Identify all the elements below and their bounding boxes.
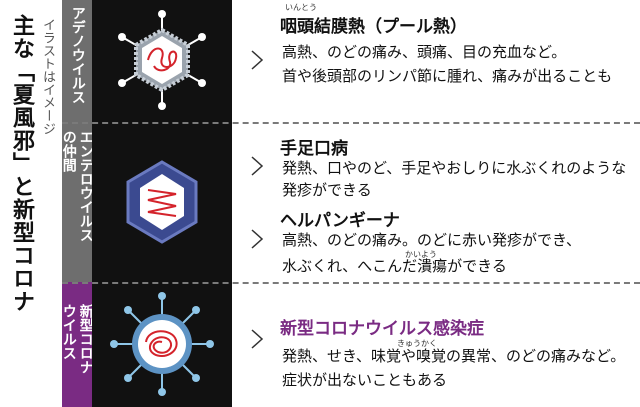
label-enterovirus: エンテロウイルス の仲間 xyxy=(60,122,94,282)
coronavirus-icon xyxy=(110,292,214,396)
section-divider xyxy=(62,282,640,284)
adenovirus-icon xyxy=(118,10,206,110)
symptom-line: 発疹ができる xyxy=(282,181,372,199)
symptom-line: 水ぶくれ、へこんだ潰瘍ができる xyxy=(282,257,507,275)
disease-name-pharyngoconjunctival-fever: 咽頭結膜熱（プール熱） xyxy=(280,17,467,37)
symptom-line: 高熱、のどの痛み。のどに赤い発疹ができ、 xyxy=(282,231,581,249)
chevron-right-icon xyxy=(251,329,264,349)
reading-ruby: かいよう xyxy=(405,250,437,259)
label-enterovirus-line1: エンテロウイルス xyxy=(77,130,94,242)
chevron-right-icon xyxy=(251,156,264,176)
label-coronavirus-line1: 新型コロナ xyxy=(77,304,94,374)
coronavirus-illustration xyxy=(92,282,232,407)
symptom-line: 首や後頭部のリンパ節に腫れ、痛みが出ることも xyxy=(282,67,613,85)
section-divider xyxy=(62,122,640,124)
disease-name-covid19: 新型コロナウイルス感染症 xyxy=(280,319,484,339)
chevron-right-icon xyxy=(251,229,264,249)
label-adenovirus-text: アデノウイルス xyxy=(69,6,86,104)
virus-label-column: アデノウイルス エンテロウイルス の仲間 新型コロナ ウイルス xyxy=(60,0,232,407)
symptom-line: 高熱、のどの痛み、頭痛、目の充血など。 xyxy=(282,43,567,61)
label-coronavirus-line2: ウイルス xyxy=(60,304,77,360)
reading-ruby: いんとう xyxy=(285,3,317,12)
adenovirus-illustration xyxy=(92,0,232,122)
disease-name-herpangina: ヘルパンギーナ xyxy=(280,211,400,231)
illustration-note: イラストはイメージ xyxy=(40,18,55,135)
page-title: 主な「夏風邪」と新型コロナ xyxy=(9,14,34,313)
label-adenovirus: アデノウイルス xyxy=(62,0,92,122)
disease-name-hand-foot-mouth: 手足口病 xyxy=(280,139,348,159)
enterovirus-icon xyxy=(126,160,198,244)
enterovirus-illustration xyxy=(92,122,232,282)
chevron-right-icon xyxy=(251,50,264,70)
reading-ruby: きゅうかく xyxy=(397,339,437,348)
symptom-line: 症状が出ないこともある xyxy=(282,371,448,389)
symptom-line: 発熱、口やのど、手足やおしりに水ぶくれのような xyxy=(282,159,627,177)
symptom-line: 発熱、せき、味覚や嗅覚の異常、のどの痛みなど。 xyxy=(282,347,626,365)
label-enterovirus-line2: の仲間 xyxy=(60,130,77,172)
label-coronavirus: 新型コロナ ウイルス xyxy=(60,282,94,407)
